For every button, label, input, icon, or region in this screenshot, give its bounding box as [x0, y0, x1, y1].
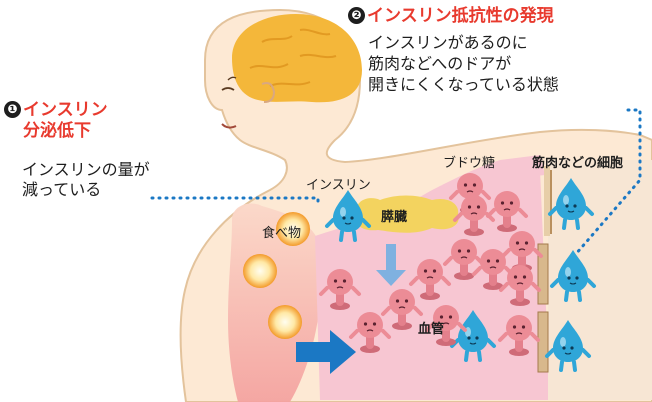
down-arrow: [376, 244, 406, 286]
annotation-2-title-text: インスリン抵抗性の発現: [367, 6, 554, 26]
label-food: 食べ物: [262, 226, 302, 241]
annotation-2-body: インスリンがあるのに 筋肉などへのドアが 開きにくくなっている状態: [368, 32, 559, 95]
food-ball-1: [276, 212, 310, 246]
annotation-2-marker: ❷: [348, 7, 365, 24]
annotation-2-body-line3: 開きにくくなっている状態: [368, 75, 559, 95]
annotation-1-title-line2: 分泌低下: [23, 120, 91, 141]
label-blood-vessel: 血管: [418, 322, 445, 337]
right-arrow: [296, 330, 356, 374]
annotation-2-body-line1: インスリンがあるのに: [368, 33, 528, 52]
annotation-1-body: インスリンの量が 減っている: [22, 160, 150, 199]
annotation-1-body-line1: インスリンの量が: [22, 160, 150, 179]
ear: [261, 82, 276, 103]
annotation-1-body-line2: 減っている: [22, 179, 102, 199]
mouth: [221, 123, 237, 129]
label-insulin: インスリン: [306, 178, 371, 193]
label-glucose: ブドウ糖: [443, 156, 496, 171]
food-ball-2: [243, 254, 277, 288]
leader-line-2: [573, 108, 642, 257]
pancreas: [355, 195, 459, 233]
muscle-cell-panels: [537, 160, 652, 400]
eye: [221, 87, 235, 91]
annotation-1-marker: ❶: [4, 101, 21, 118]
label-pancreas: 膵臓: [381, 210, 408, 225]
leader-line-1: [150, 196, 320, 208]
annotation-1-title-line1: インスリン: [23, 100, 108, 120]
food-ball-3: [268, 305, 302, 339]
label-muscle-cells: 筋肉などの細胞: [532, 156, 624, 171]
annotation-2-body-line2: 筋肉などへのドアが: [368, 54, 512, 74]
brain: [232, 14, 362, 103]
